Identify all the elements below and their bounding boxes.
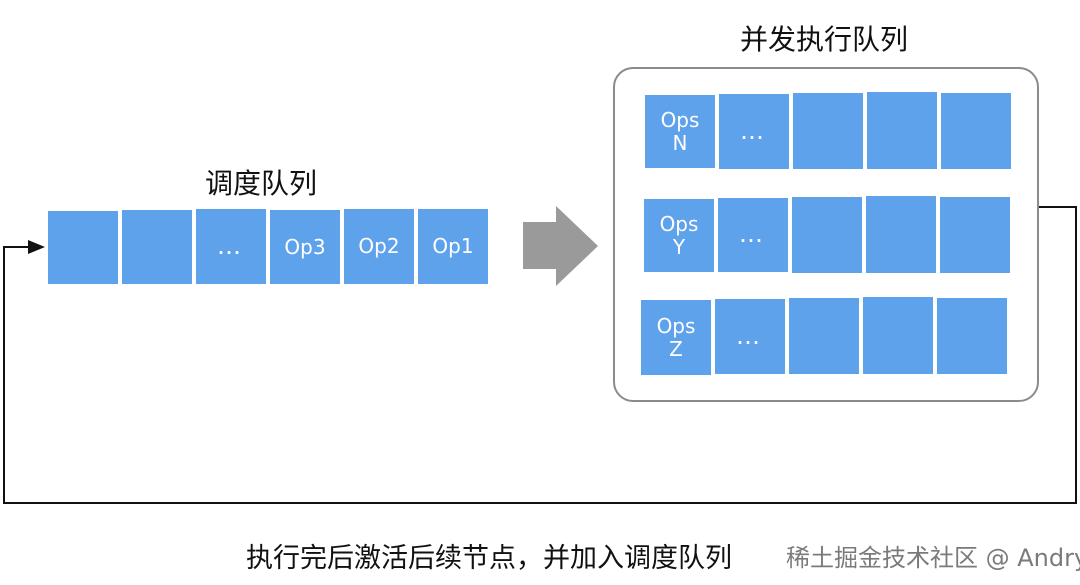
schedule-queue-cell bbox=[48, 211, 118, 284]
schedule-queue-title: 调度队列 bbox=[205, 167, 318, 200]
concurrent-row-z-cell bbox=[789, 298, 859, 374]
concurrent-row-n-cell bbox=[941, 93, 1011, 169]
concurrent-row-n-cell bbox=[793, 93, 863, 169]
concurrent-row-y-head: Ops Y bbox=[644, 199, 714, 272]
loop-back-caption: 执行完后激活后续节点，并加入调度队列 bbox=[246, 543, 732, 574]
concurrent-row-z-head: Ops Z bbox=[641, 300, 711, 375]
concurrent-row-y-ellipsis: … bbox=[718, 198, 788, 272]
concurrent-row-n-cell bbox=[867, 92, 937, 169]
concurrent-row-y-cell bbox=[866, 196, 936, 273]
concurrent-row-z-cell bbox=[863, 297, 933, 374]
loop-back-arrowhead bbox=[28, 240, 45, 254]
concurrent-row-n-head: Ops N bbox=[645, 95, 715, 168]
schedule-queue-cell bbox=[122, 210, 192, 284]
transfer-arrow bbox=[523, 206, 598, 286]
schedule-queue-ellipsis: … bbox=[196, 209, 266, 284]
concurrent-row-y-cell bbox=[792, 197, 862, 273]
loop-back-line bbox=[3, 206, 1077, 504]
concurrent-queue-container bbox=[613, 67, 1039, 402]
watermark: 稀土掘金技术社区 @ Andryu bbox=[786, 544, 1080, 572]
concurrent-row-n-ellipsis: … bbox=[719, 94, 789, 169]
schedule-queue-op2: Op2 bbox=[344, 209, 414, 284]
schedule-queue-op1: Op1 bbox=[418, 209, 488, 284]
concurrent-row-z-ellipsis: … bbox=[715, 299, 785, 374]
concurrent-row-y-cell bbox=[940, 197, 1010, 273]
concurrent-row-z-cell bbox=[937, 298, 1007, 374]
concurrent-queue-title: 并发执行队列 bbox=[740, 23, 909, 56]
schedule-queue-op3: Op3 bbox=[270, 210, 340, 284]
